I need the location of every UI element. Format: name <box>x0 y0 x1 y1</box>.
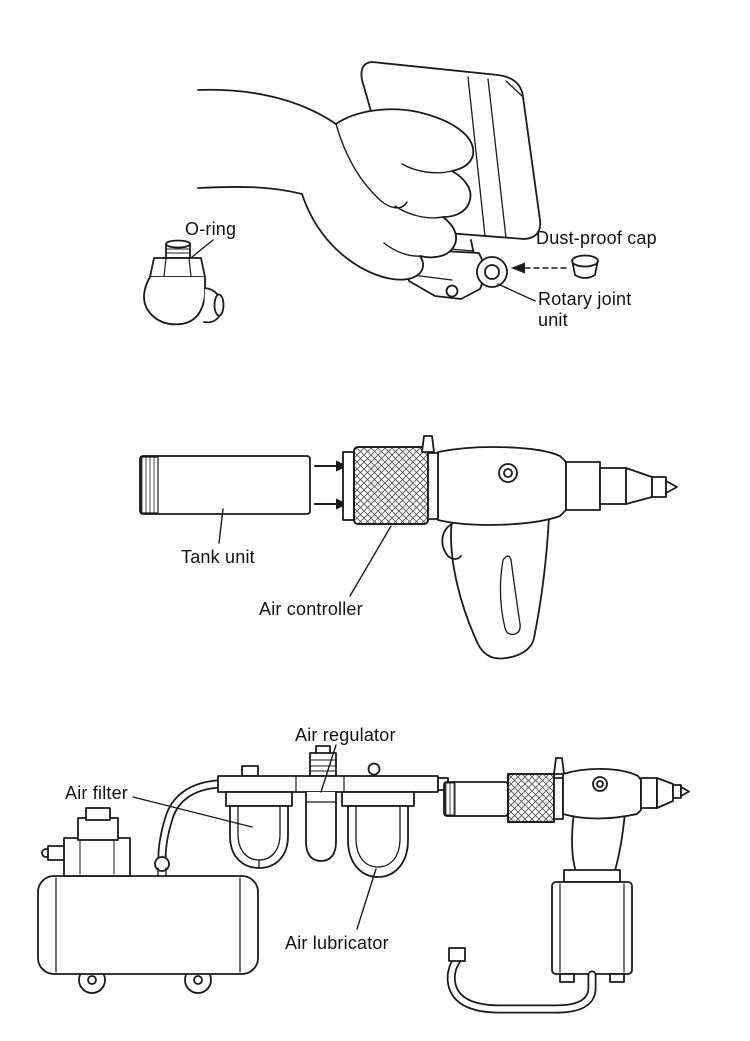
assembled-tool-illustration <box>443 757 690 983</box>
rotary-joint-leader <box>497 283 536 302</box>
rotary-joint-opening <box>476 256 508 288</box>
gun-trigger <box>441 523 462 560</box>
air-supply-pipe <box>157 779 223 863</box>
tool-handle <box>571 811 626 875</box>
compressor-tank <box>37 875 259 975</box>
frl-unit-illustration <box>217 745 449 878</box>
tank-unit-label: Tank unit <box>181 547 255 567</box>
dust-proof-cap-label: Dust-proof cap <box>536 228 657 248</box>
air-regulator-label: Air regulator <box>295 725 396 745</box>
air-filter-label: Air filter <box>65 783 129 803</box>
gun-nose-1 <box>565 461 601 511</box>
tool-air-controller <box>507 773 555 823</box>
gun-screw <box>498 463 518 483</box>
frl-manifold <box>217 775 439 793</box>
compressor-motor <box>63 837 131 877</box>
air-controller-knurl <box>353 446 429 525</box>
o-ring-label: O-ring <box>185 219 237 239</box>
hand-tool-illustration <box>197 61 542 300</box>
cap-direction-arrow <box>511 262 567 274</box>
o-ring-fitting-illustration <box>143 239 225 326</box>
air-controller-label: Air controller <box>259 599 363 619</box>
insert-arrows <box>314 460 348 510</box>
compressor-outlet <box>154 856 170 872</box>
lubricator-head <box>341 791 415 807</box>
tool-body <box>562 768 642 820</box>
hydraulic-unit-flange <box>563 869 621 883</box>
thumb-line <box>335 123 408 209</box>
air-filter-leader <box>132 796 253 828</box>
hand-silhouette <box>198 89 474 280</box>
gun-top-fin <box>421 435 435 453</box>
rotary-joint-unit-label: Rotary joint unit <box>538 289 632 331</box>
hydraulic-unit <box>551 881 633 975</box>
gun-nose-tip <box>665 480 678 494</box>
lubricator-bowl <box>347 805 409 878</box>
air-hose <box>446 947 597 1014</box>
o-ring-leader <box>191 239 214 258</box>
air-regulator-leader <box>320 744 337 793</box>
rivet-gun-illustration <box>342 435 678 660</box>
gun-body <box>437 446 567 526</box>
gun-nose-2 <box>599 467 627 505</box>
regulator-body <box>305 791 337 862</box>
controller-collar <box>342 451 355 521</box>
air-controller-leader <box>349 525 392 597</box>
tank-unit-leader <box>218 508 224 544</box>
dust-proof-cap-illustration <box>571 254 599 279</box>
leader-lines <box>132 239 536 930</box>
tank-unit-illustration <box>139 455 311 515</box>
gun-nose-cone <box>625 467 653 505</box>
air-lubricator-label: Air lubricator <box>285 933 389 953</box>
handle-slot <box>499 555 521 636</box>
tool-top-fin <box>553 757 565 775</box>
compressor-illustration <box>37 807 259 994</box>
air-lubricator-leader <box>356 868 377 930</box>
filter-head <box>225 791 293 807</box>
